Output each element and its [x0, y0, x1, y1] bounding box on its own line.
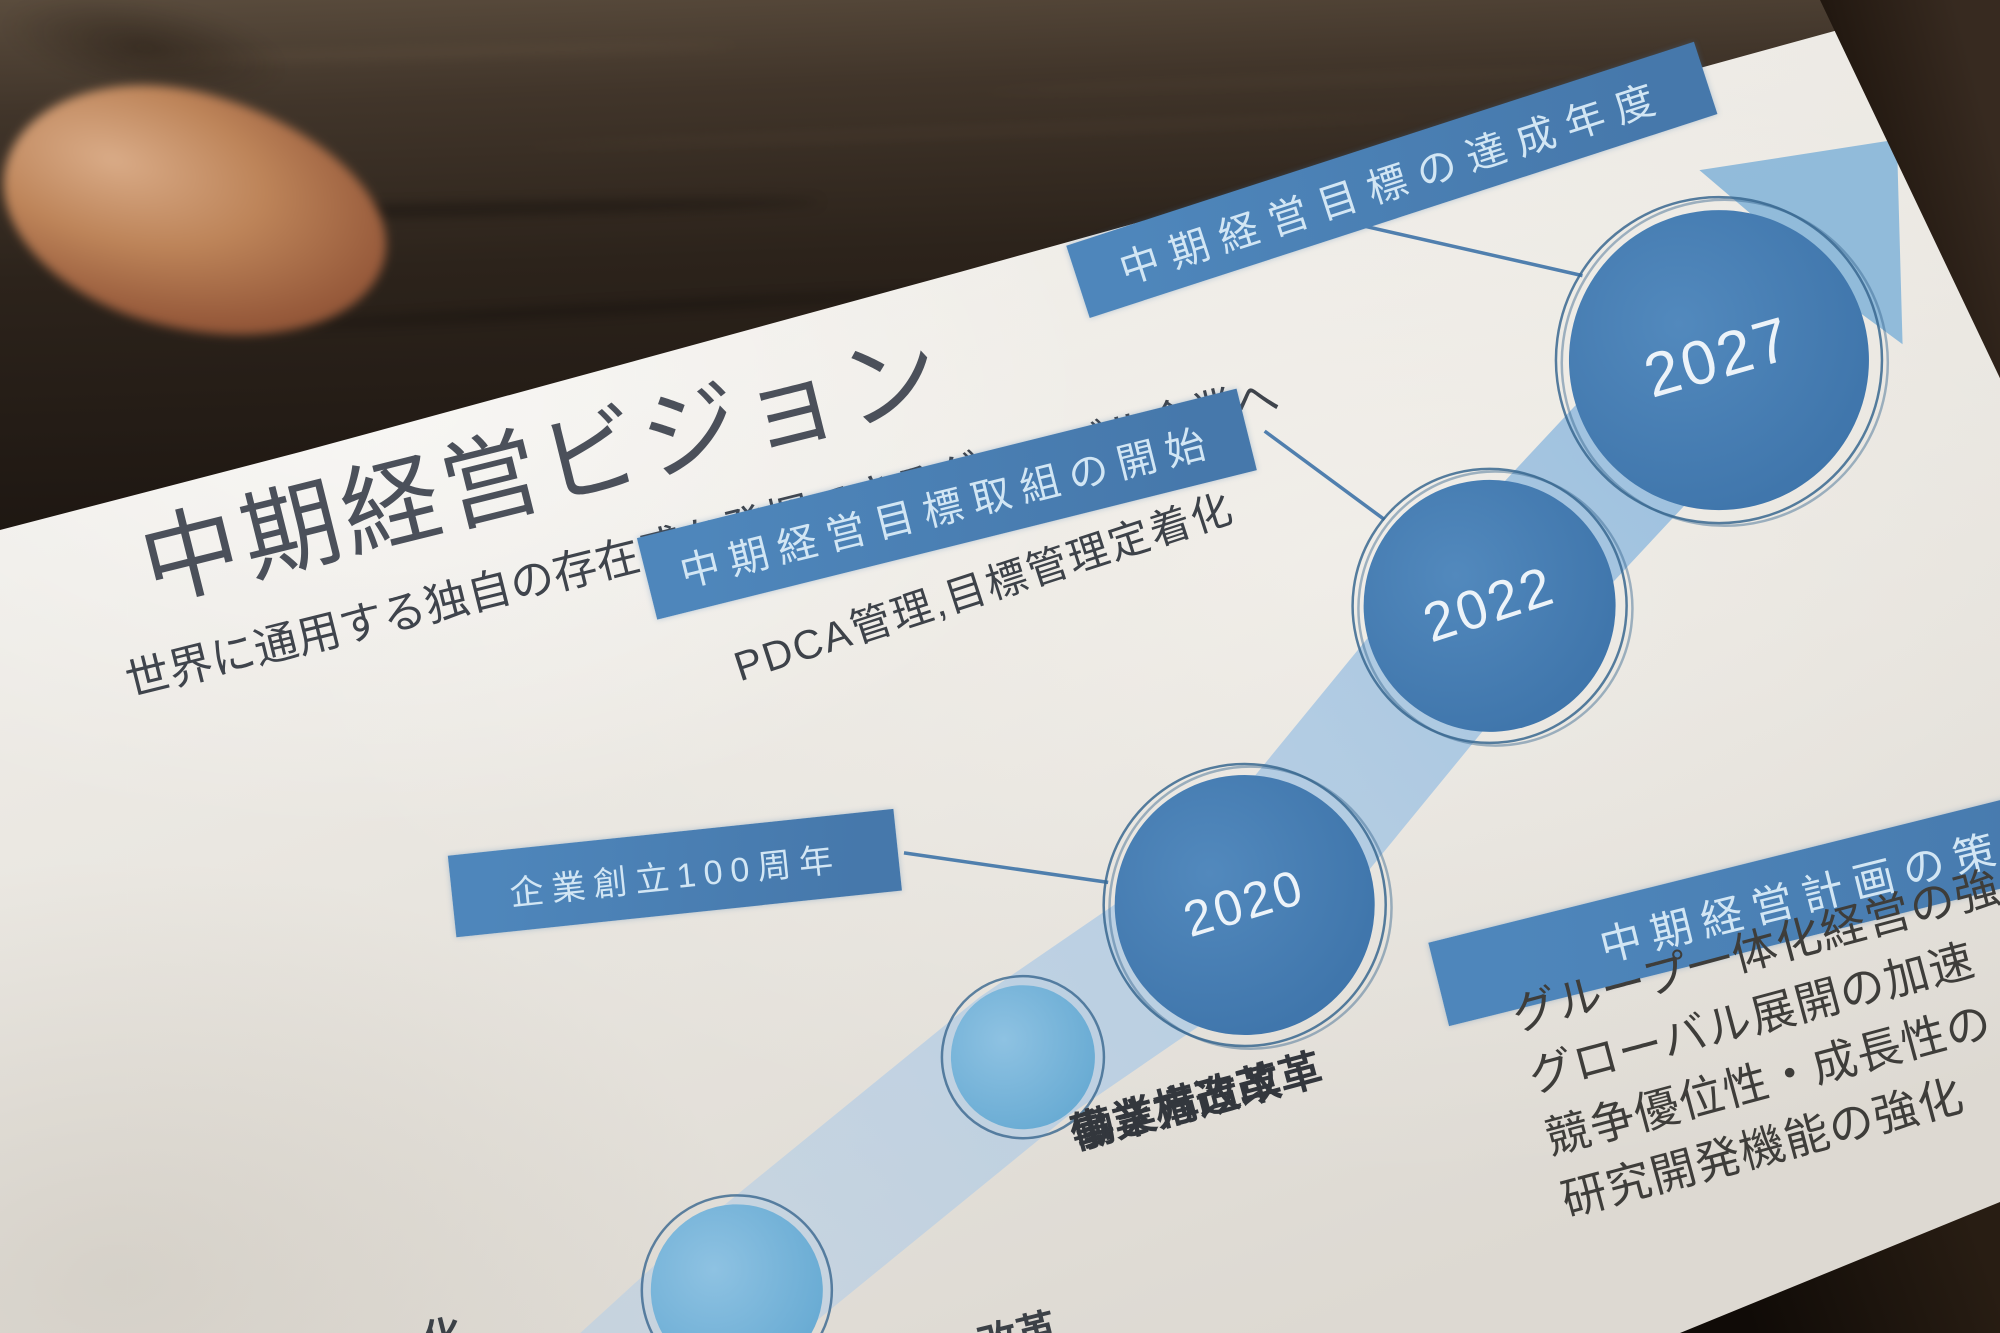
milestone-ring-2027 — [1554, 195, 1884, 525]
vision-diagram: 中期経営ビジョン 世界に通用する独自の存在感を発揮できるグローバル企業へ 中期経… — [0, 10, 2000, 1333]
milestone-ring-2027 — [1560, 198, 1890, 528]
milestone-circle-2022 — [1363, 479, 1616, 732]
milestone-ring-2020 — [1108, 765, 1393, 1050]
connector-line-anniversary — [903, 851, 1109, 885]
milestone-circle-2027 — [1568, 210, 1869, 511]
milestone-ring-2022 — [1351, 467, 1628, 745]
milestone-circle-small-1 — [950, 985, 1095, 1130]
milestone-ring-2020 — [1102, 762, 1387, 1048]
connector-line-start — [1263, 429, 1386, 522]
pointing-finger — [0, 45, 415, 380]
milestone-ring-small-1 — [940, 974, 1106, 1140]
milestone-ring-small-2 — [640, 1194, 834, 1333]
milestone-ring-2022 — [1357, 470, 1634, 747]
wood-grain-streak — [520, 112, 1420, 151]
wood-grain-streak — [980, 67, 1600, 95]
milestone-circle-small-2 — [650, 1204, 823, 1333]
milestone-circle-2020 — [1114, 775, 1375, 1036]
connector-line-achievement — [1348, 220, 1583, 278]
